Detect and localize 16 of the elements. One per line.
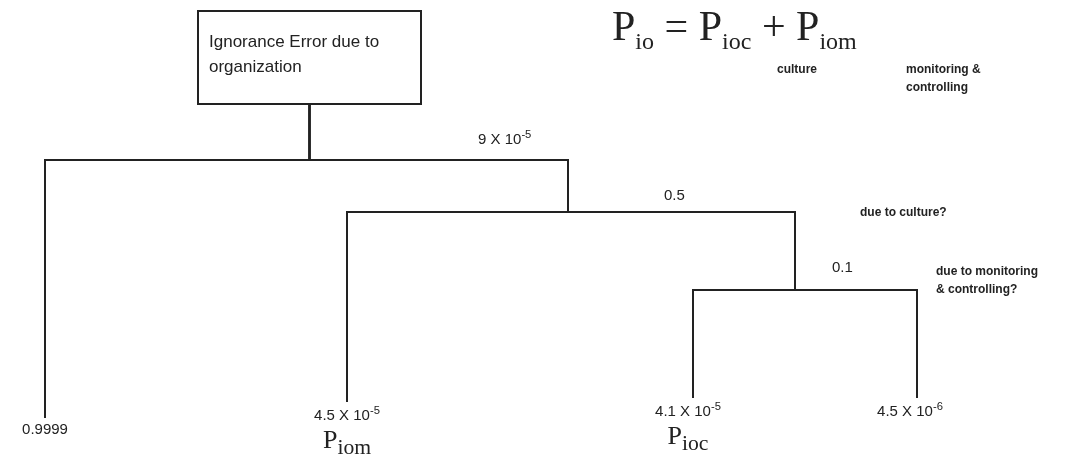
probability-value: 4.5 X 10$^{-6}$ xyxy=(876,400,944,419)
question-text: due to monitoring & controlling? xyxy=(936,263,1039,298)
probability-symbol: P$_{ioc}$ xyxy=(666,421,710,457)
probability-value: 4.5 X 10$^{-5}$ xyxy=(313,404,381,423)
branch-probability: 0.5 xyxy=(664,186,685,203)
probability-value: 0.9999 xyxy=(21,420,69,437)
question-text: due to culture? xyxy=(860,204,947,221)
tree-branch-line xyxy=(308,104,918,399)
term-caption: culture xyxy=(777,61,818,78)
process-box: Ignorance Error due to organization xyxy=(197,10,422,105)
probability-symbol: P$_{iom}$ xyxy=(321,425,373,461)
term-caption: monitoring & controlling xyxy=(906,61,982,96)
branch-probability: 9 X 10$^{-5}$ xyxy=(478,128,532,147)
equation: P$_{io}$ = P$_{ioc}$ + P$_{iom}$ xyxy=(612,2,857,56)
branch-probability: 0.1 xyxy=(832,258,853,275)
probability-value: 4.1 X 10$^{-5}$ xyxy=(654,400,722,419)
